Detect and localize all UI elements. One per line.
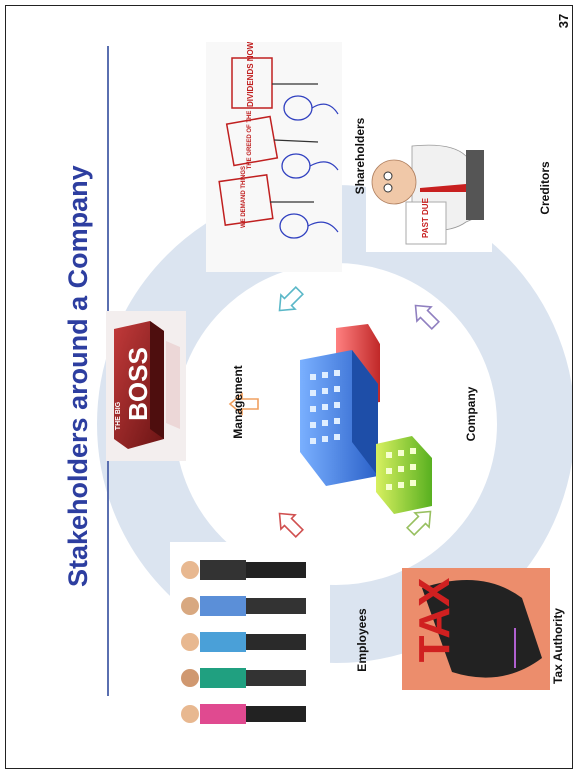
company-image [282,324,434,516]
tax-text: TAX [410,577,459,663]
tax-arrow-icon [406,510,432,536]
tax-authority-image: TAX [402,568,550,690]
company-label: Company [464,386,478,442]
shareholders-label: Shareholders [353,117,367,195]
creditors-arrow-icon [414,304,440,330]
employees-arrow-icon [278,512,304,538]
employees-image [170,542,330,754]
creditors-label: Creditors [538,161,552,215]
shareholders-arrow-icon [278,286,304,312]
management-arrow-icon [228,392,259,416]
tax-authority-label: Tax Authority [551,608,565,685]
employees-label: Employees [355,608,369,672]
management-label: Management [231,365,245,439]
boss-image: BOSS THE BIG [106,311,186,461]
slide: Stakeholders around a Company 37 BOSS TH… [5,5,573,769]
relationship-arrows [228,286,440,538]
shareholders-image: DIVIDENDS NOW THE GREED OF THE WE DEMAND… [206,42,342,272]
creditors-image: PAST DUE [366,126,492,252]
